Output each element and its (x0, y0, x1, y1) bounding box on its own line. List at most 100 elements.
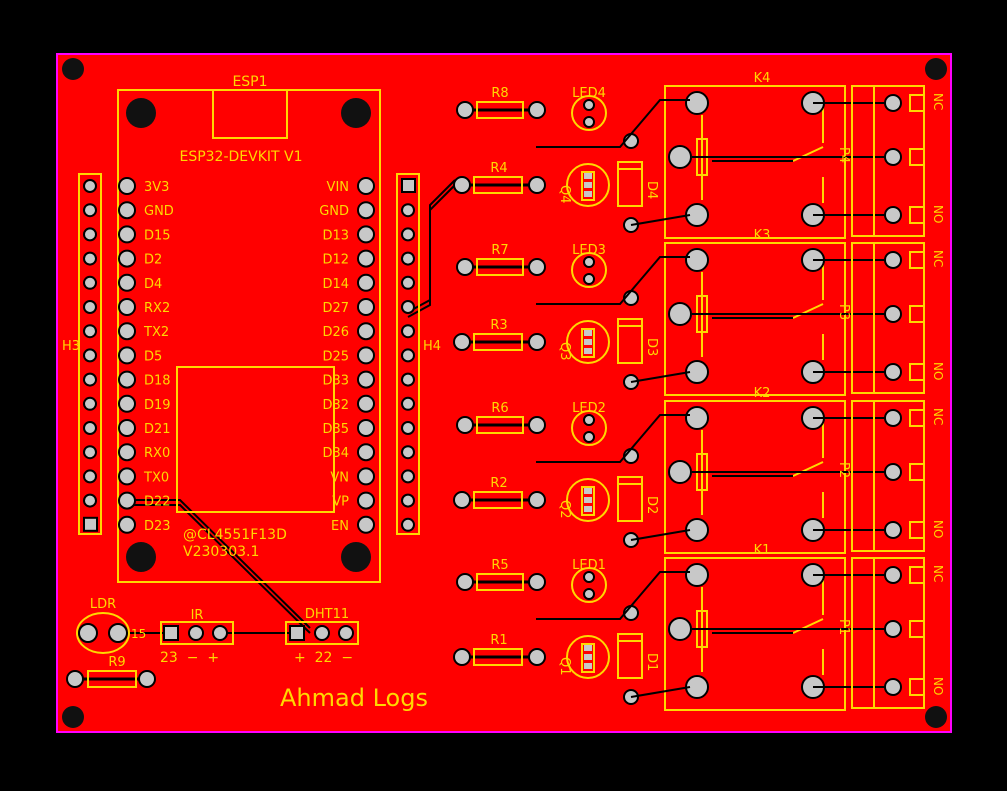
q1-body (581, 643, 595, 673)
esp-right-label-14: EN (331, 519, 349, 534)
p2-pad-1 (884, 463, 902, 481)
h4-pad-8 (401, 372, 415, 387)
k2-pad-coil-1 (685, 406, 709, 430)
k3-pad-coil-1 (685, 248, 709, 272)
esp-right-pad-6 (357, 322, 375, 341)
esp-right-pad-12 (357, 467, 375, 486)
r6-pad-1 (456, 416, 474, 434)
esp-right-pad-1 (357, 201, 375, 220)
p2-screw-0 (909, 409, 925, 427)
h4-pad-6 (401, 324, 415, 339)
trace-dht (127, 499, 311, 629)
h4-pad-7 (401, 348, 415, 363)
h4-pad-5 (401, 300, 415, 314)
esp-left-label-4: D4 (144, 277, 162, 292)
esp-left-label-2: D15 (144, 228, 171, 243)
r6-pad-2 (528, 416, 546, 434)
d4-label: D4 (644, 181, 659, 199)
esp-name-label: ESP1 (232, 74, 267, 90)
esp-left-pad-4 (118, 273, 136, 292)
led3-pad-1 (583, 256, 595, 268)
esp-right-pad-5 (357, 298, 375, 316)
p4-pad-0 (884, 94, 902, 112)
h3-pad-1 (83, 203, 97, 218)
esp-right-label-12: VN (330, 470, 349, 485)
k1-switch (792, 618, 824, 634)
h3-pad-13 (83, 493, 97, 508)
p1-nc-label: NC (931, 565, 945, 582)
esp-right-label-13: VP (332, 495, 349, 510)
esp-right-pad-13 (357, 491, 375, 510)
p2-pad-0 (884, 409, 902, 427)
r7-body (476, 258, 524, 276)
p1-screw-1 (909, 620, 925, 638)
esp-right-label-8: D33 (322, 374, 349, 389)
ldr-outline (76, 612, 130, 654)
led1-outline (571, 567, 607, 603)
k4-coil-trace (536, 99, 690, 148)
esp-left-pad-7 (118, 346, 136, 365)
h3-pad-10 (83, 421, 97, 435)
esp-right-pad-7 (357, 346, 375, 365)
r8-pad-1 (456, 101, 474, 119)
r9-pad-1 (66, 670, 84, 688)
p4-screw-0 (909, 94, 925, 112)
h3-pad-9 (83, 396, 97, 411)
p2-nc-label: NC (931, 408, 945, 425)
r4-body (473, 176, 523, 194)
p3-screw-0 (909, 251, 925, 269)
r2-label: R2 (490, 476, 507, 491)
led4-pad-1 (583, 99, 595, 111)
led3-pad-2 (583, 273, 595, 285)
p1-label: P1 (836, 619, 851, 635)
d1-body (617, 633, 643, 679)
r1-pad-2 (528, 648, 546, 666)
esp-right-label-2: D13 (322, 228, 349, 243)
header-h3-label: H3 (62, 339, 80, 354)
esp-left-pad-12 (118, 467, 136, 486)
q3-body (581, 328, 595, 358)
esp-left-pad-14 (118, 515, 136, 534)
esp-left-pad-8 (118, 370, 136, 389)
esp-right-label-7: D25 (322, 349, 349, 364)
led1-label: LED1 (572, 558, 606, 573)
p3-label: P3 (836, 304, 851, 320)
r3-label: R3 (490, 318, 507, 333)
q4-pad-1 (584, 182, 592, 188)
esp-left-pad-10 (118, 419, 136, 437)
h3-pad-14 (83, 516, 98, 532)
esp-left-label-6: TX2 (143, 325, 169, 340)
header-h3-outline (78, 173, 102, 535)
h4-pad-1 (401, 203, 415, 218)
esp-left-label-10: D21 (144, 422, 171, 437)
h4-pad-14 (401, 517, 415, 532)
h4-pad-12 (401, 469, 415, 484)
q3-pad-2 (584, 348, 592, 354)
r1-label: R1 (490, 633, 507, 648)
k1-pad-common (668, 617, 692, 641)
dht-pad-2 (314, 625, 330, 641)
p3-screw-1 (909, 305, 925, 323)
d2-label: D2 (644, 496, 659, 514)
ir-pad-3 (212, 625, 228, 641)
dht-label: DHT11 (305, 607, 349, 622)
esp-right-label-0: VIN (327, 180, 349, 195)
k2-coil-trace (536, 414, 690, 463)
h3-pad-0 (83, 179, 97, 193)
d2-body (617, 476, 643, 522)
r8-pad-2 (528, 101, 546, 119)
h3-pad-2 (83, 227, 97, 242)
p1-screw-2 (909, 678, 925, 696)
r9-label: R9 (108, 655, 125, 670)
p1-pad-1 (884, 620, 902, 638)
r4-pad-1 (453, 176, 471, 194)
r6-body (476, 416, 524, 434)
esp-right-label-10: D35 (322, 422, 349, 437)
q4-body (581, 171, 595, 201)
h4-pad-2 (401, 227, 415, 242)
r9-pad-2 (138, 670, 156, 688)
ldr-label: LDR (90, 597, 116, 612)
esp32-module: ESP1 ESP32-DEVKIT V1 @CL4551F13D V230303… (117, 74, 381, 583)
r6-label: R6 (491, 401, 508, 416)
